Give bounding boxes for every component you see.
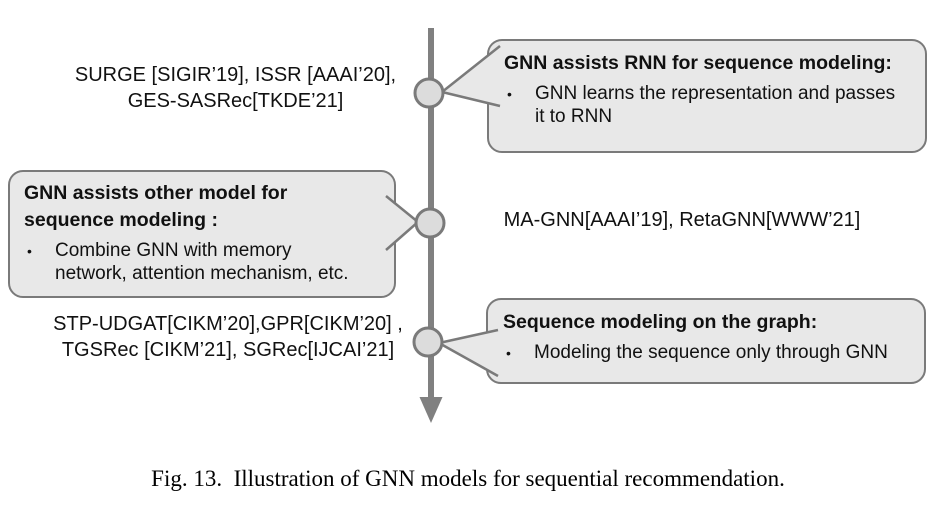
callout-sequence-modeling-on-graph: Sequence modeling on the graph: • Modeli… bbox=[486, 298, 926, 384]
paper-list-line: STP-UDGAT[CIKM’20],GPR[CIKM’20] , bbox=[53, 313, 403, 335]
callout-bullet-line: network, attention mechanism, etc. bbox=[55, 263, 349, 284]
callout-title-line: GNN assists other model for bbox=[24, 182, 288, 204]
bullet-icon: • bbox=[27, 243, 32, 259]
callout-gnn-assists-other-model: GNN assists other model for sequence mod… bbox=[8, 170, 396, 298]
callout-bullet-line: Modeling the sequence only through GNN bbox=[534, 342, 888, 363]
callout-title-line: Sequence modeling on the graph: bbox=[503, 311, 818, 333]
callout-title: GNN assists RNN for sequence modeling: bbox=[504, 50, 917, 77]
callout-bullet-text: GNN learns the representation and passes… bbox=[535, 82, 895, 128]
paper-list-line: SURGE [SIGIR’19], ISSR [AAAI’20], bbox=[74, 64, 397, 86]
callout-title-line: sequence modeling : bbox=[24, 209, 218, 231]
paper-list-node-2: MA-GNN[AAAI’19], RetaGNN[WWW’21] bbox=[482, 207, 882, 233]
callout-bullet: • GNN learns the representation and pass… bbox=[504, 82, 917, 128]
paper-list-line: TGSRec [CIKM’21], SGRec[IJCAI’21] bbox=[61, 339, 395, 361]
timeline-arrowhead-icon bbox=[419, 397, 443, 423]
timeline-node-circle-2 bbox=[414, 207, 446, 239]
bullet-icon: • bbox=[506, 345, 511, 361]
callout-bullet-line: GNN learns the representation and passes bbox=[535, 83, 896, 104]
figure-caption: Fig. 13. Illustration of GNN models for … bbox=[151, 466, 785, 491]
paper-list-line: MA-GNN[AAAI’19], RetaGNN[WWW’21] bbox=[503, 209, 861, 231]
callout-title: GNN assists other model for sequence mod… bbox=[24, 180, 386, 234]
callout-bullet-line: Combine GNN with memory bbox=[55, 240, 292, 261]
callout-bullet-text: Modeling the sequence only through GNN bbox=[534, 341, 888, 365]
callout-title-line: GNN assists RNN for sequence modeling: bbox=[504, 52, 892, 74]
callout-bullet-text: Combine GNN with memory network, attenti… bbox=[55, 239, 349, 285]
callout-bullet-line: it to RNN bbox=[535, 106, 613, 127]
callout-gnn-assists-rnn: GNN assists RNN for sequence modeling: •… bbox=[487, 39, 927, 153]
paper-list-line: GES-SASRec[TKDE’21] bbox=[127, 90, 344, 112]
callout-bullet: • Combine GNN with memory network, atten… bbox=[24, 239, 386, 285]
bullet-icon: • bbox=[507, 86, 512, 102]
callout-title: Sequence modeling on the graph: bbox=[503, 309, 916, 336]
callout-bullet: • Modeling the sequence only through GNN bbox=[503, 341, 916, 365]
paper-list-node-3: STP-UDGAT[CIKM’20],GPR[CIKM’20] , TGSRec… bbox=[28, 311, 428, 363]
paper-list-node-1: SURGE [SIGIR’19], ISSR [AAAI’20], GES-SA… bbox=[38, 62, 433, 114]
